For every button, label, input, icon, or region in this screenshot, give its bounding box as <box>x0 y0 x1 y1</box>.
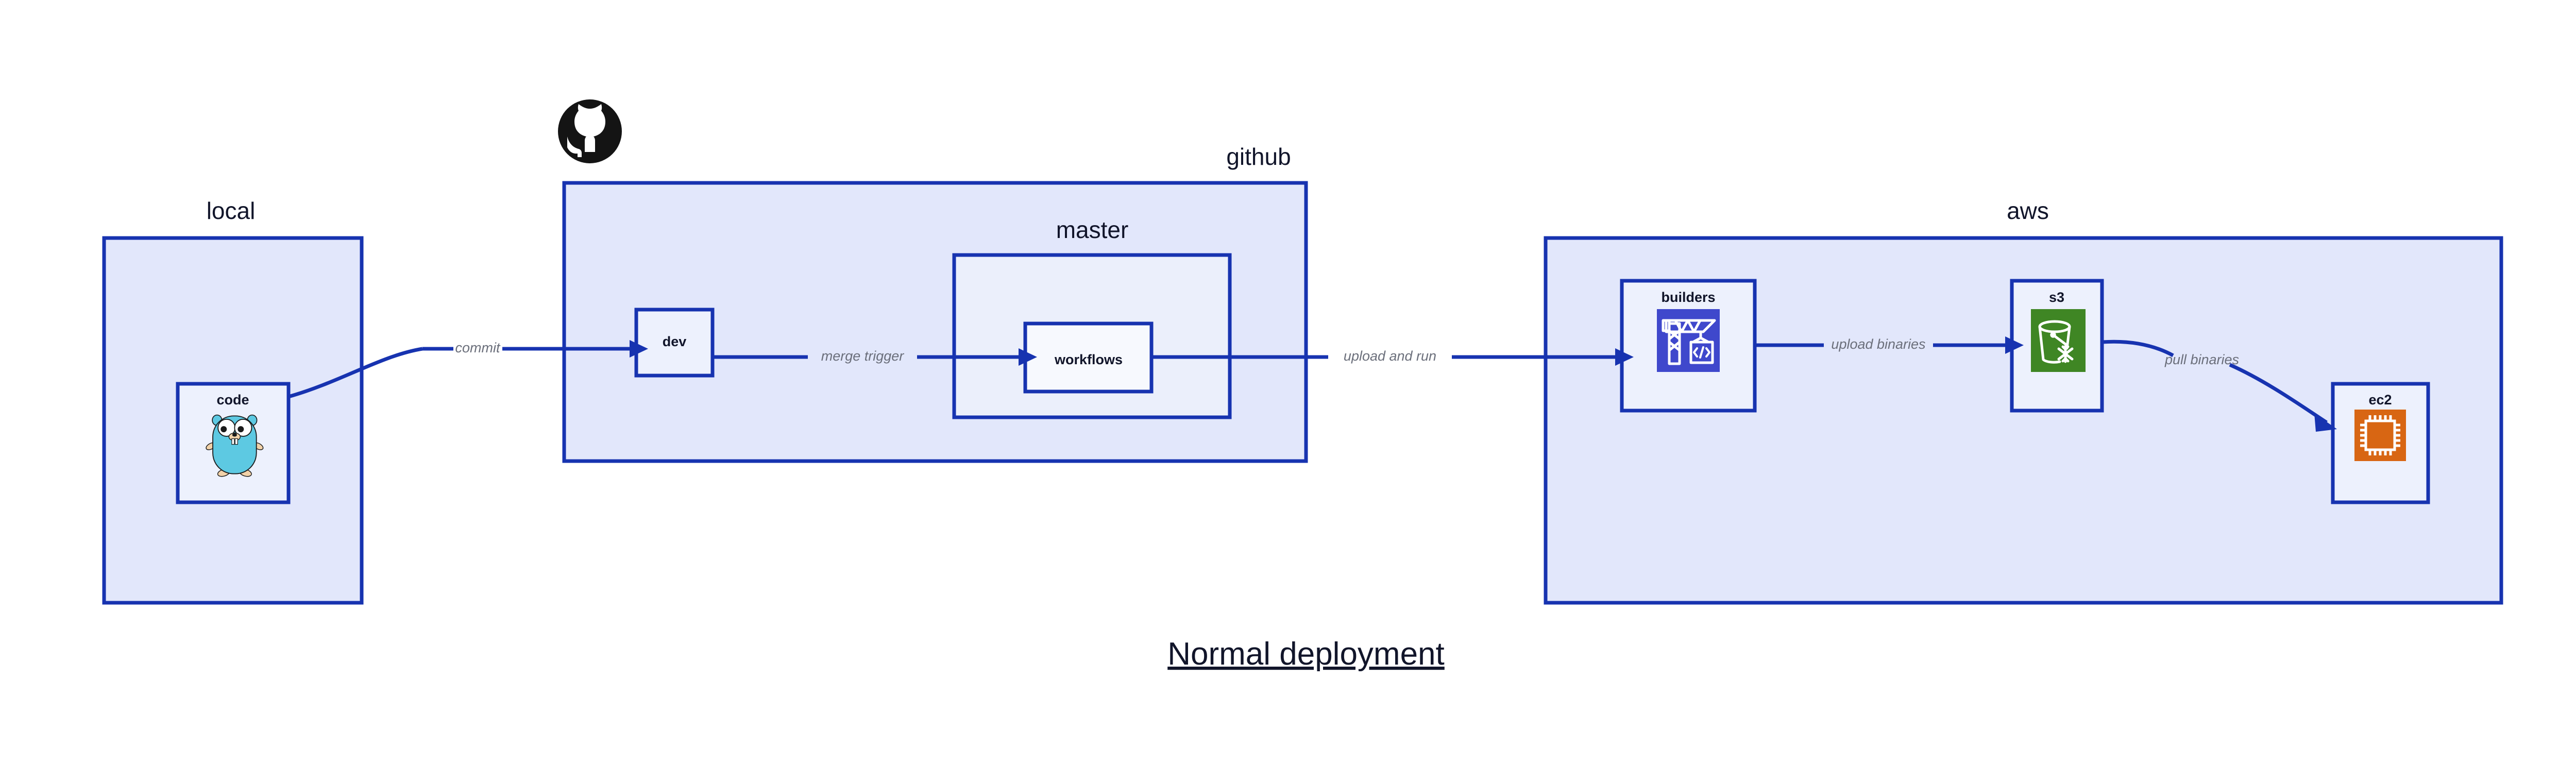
node-box-dev[interactable] <box>634 308 715 378</box>
group-label-github: github <box>1226 143 1291 170</box>
group-label-aws: aws <box>2007 197 2049 224</box>
node-box-workflows[interactable] <box>1023 321 1154 394</box>
node-code[interactable]: code <box>176 382 291 504</box>
edge-label-commit: commit <box>455 340 501 355</box>
edge-arrowhead-pull-binaries <box>2314 413 2337 432</box>
group-label-local: local <box>207 197 256 224</box>
aws-s3-bucket-icon <box>2031 309 2086 372</box>
node-s3[interactable]: s3 <box>2010 279 2104 413</box>
edge-arrowhead-upload-binaries <box>2005 336 2024 354</box>
diagram-title: Normal deployment <box>1167 636 1445 672</box>
edge-label-upload-and-run: upload and run <box>1344 348 1436 364</box>
node-label-builders: builders <box>1661 290 1715 305</box>
node-builders[interactable]: builders <box>1620 279 1757 413</box>
github-octocat-logo <box>558 99 622 163</box>
node-label-workflows: workflows <box>1054 352 1123 367</box>
edge-merge-trigger: merge trigger <box>713 348 1037 366</box>
edge-label-upload-binaries: upload binaries <box>1831 336 1925 352</box>
edge-upload-binaries: upload binaries <box>1755 336 2024 354</box>
edge-pull-binaries: pull binaries <box>2102 339 2337 432</box>
edge-arrowhead-upload-and-run <box>1615 348 1634 366</box>
edge-label-merge-trigger: merge trigger <box>821 348 905 364</box>
go-gopher-icon <box>206 414 264 477</box>
edge-label-pull-binaries: pull binaries <box>2164 352 2239 367</box>
node-dev[interactable]: dev <box>634 308 715 378</box>
aws-ec2-chip-icon <box>2354 410 2406 461</box>
node-workflows[interactable]: workflows <box>1023 321 1154 394</box>
node-label-ec2: ec2 <box>2368 392 2392 408</box>
node-label-code: code <box>216 392 249 408</box>
edge-commit: commit <box>288 340 648 399</box>
node-label-dev: dev <box>663 334 687 349</box>
edge-arrowhead-commit <box>630 340 648 358</box>
edge-arrowhead-merge-trigger <box>1019 348 1037 366</box>
node-ec2[interactable]: ec2 <box>2331 382 2430 504</box>
edge-upload-and-run: upload and run <box>1151 348 1634 366</box>
node-label-s3: s3 <box>2049 290 2064 305</box>
group-label-master: master <box>1056 216 1129 243</box>
aws-builder-crane-icon <box>1657 309 1720 372</box>
